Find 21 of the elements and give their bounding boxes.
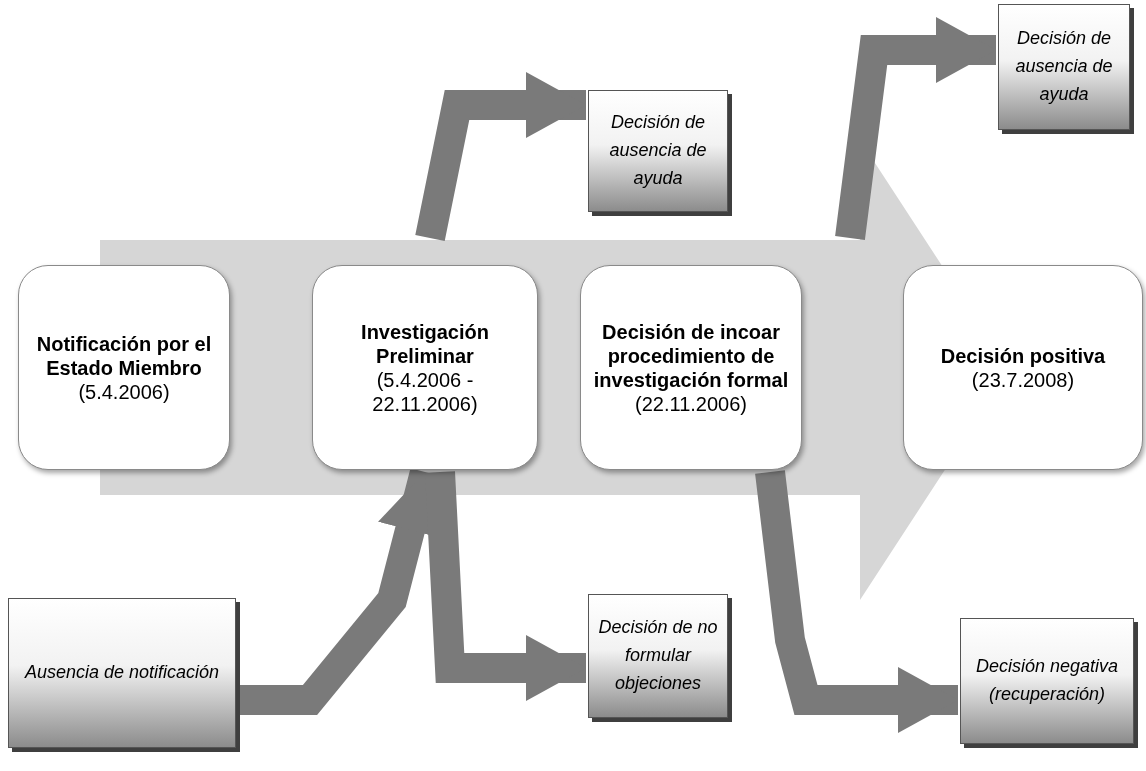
step-title: Investigación Preliminar	[360, 319, 490, 368]
date-range: (5.4.2006 - 22.11.2006)	[371, 367, 479, 416]
step-title: Decisión de incoar procedimiento de investigación formal	[592, 319, 790, 392]
outcome-text: Decisión de ausencia de ayuda	[1014, 27, 1114, 106]
step-title: Notificación por el Estado Miembro	[35, 331, 213, 380]
thick-arrow	[755, 470, 958, 733]
date-range: (5.4.2006)	[78, 379, 170, 404]
outcome-text: Decisión negativa (recuperación)	[974, 655, 1120, 706]
thick-arrow	[425, 471, 586, 701]
outcome-text: Ausencia de notificación	[24, 661, 220, 685]
thick-arrow	[415, 72, 586, 241]
date-range: (23.7.2008)	[971, 367, 1075, 392]
date-range: (22.11.2006)	[635, 391, 747, 416]
step-title: Decisión positiva	[940, 343, 1106, 368]
process-box	[312, 265, 538, 470]
outcome-text: Decisión de no formular objeciones	[597, 616, 719, 695]
process-box	[580, 265, 802, 470]
thick-arrow	[835, 17, 996, 240]
process-box	[18, 265, 230, 470]
outcome-text: Decisión de ausencia de ayuda	[608, 111, 708, 190]
process-box	[903, 265, 1143, 470]
